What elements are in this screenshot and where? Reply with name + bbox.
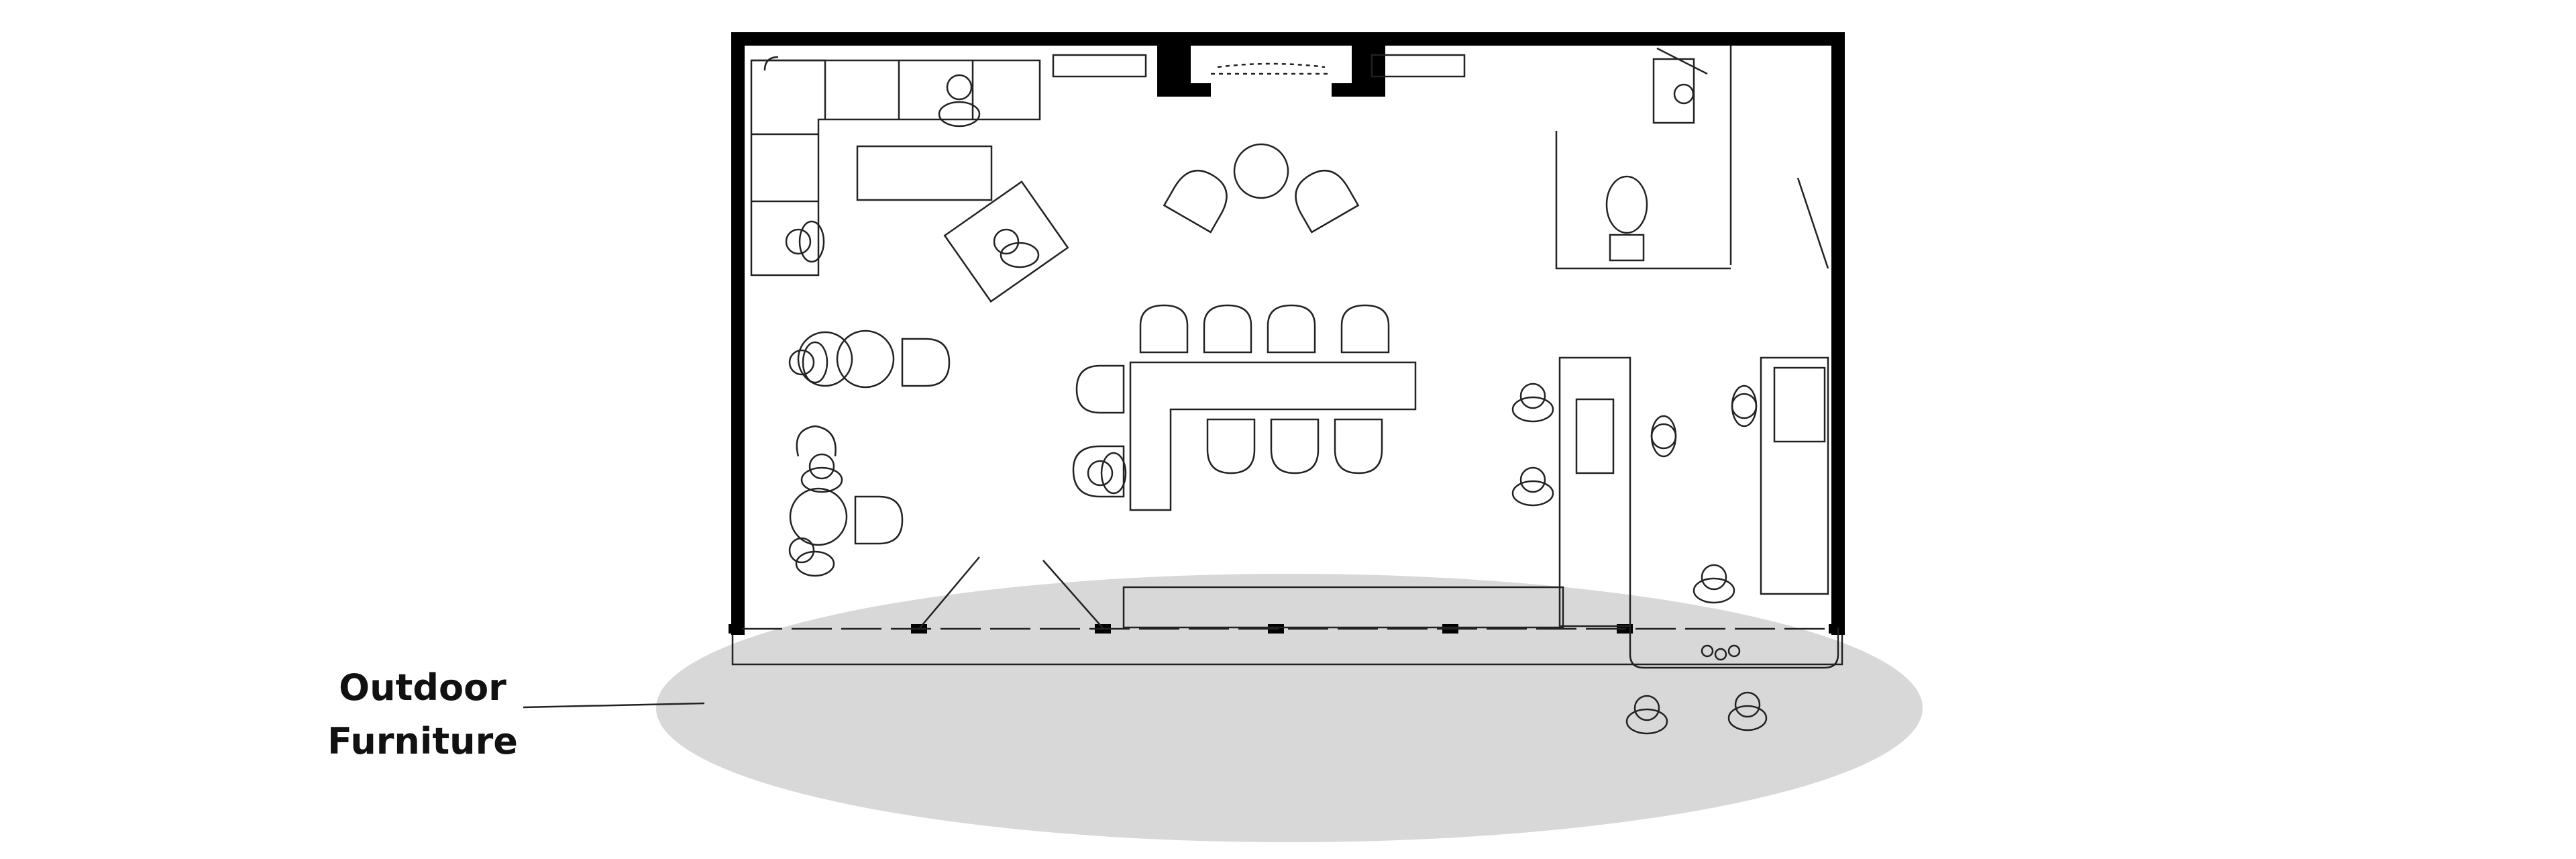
outdoor-bench: [1629, 627, 1839, 669]
people-figures: [785, 74, 1768, 735]
cafe-chair-1: [901, 338, 951, 387]
chair-fireplace-right: [1295, 170, 1360, 234]
outdoor-callout-leader: [523, 702, 705, 709]
entry-door-left: [918, 556, 980, 629]
outdoor-table-3: [1727, 644, 1741, 658]
coffee-table: [856, 145, 993, 201]
person: [1731, 385, 1758, 427]
back-counter: [1760, 356, 1829, 595]
outdoor-furniture-label-line-2: Furniture: [327, 720, 518, 762]
cafe-table-3: [789, 487, 848, 546]
person: [1650, 415, 1677, 458]
bar-counter: [1129, 361, 1417, 511]
person: [1693, 564, 1735, 604]
toilet: [1605, 175, 1648, 234]
cafe-chair-3: [854, 495, 904, 545]
person: [800, 453, 843, 493]
person: [938, 74, 981, 128]
service-counter: [1558, 356, 1631, 627]
sidewalk-edge: [731, 635, 1843, 666]
wall-shelf-left: [1052, 54, 1147, 78]
person: [1511, 383, 1554, 423]
restroom: [1555, 46, 1829, 270]
bar-stool-side: [1075, 364, 1125, 414]
fireplace: [1211, 62, 1332, 75]
person: [785, 220, 825, 263]
outdoor-furniture-label-line-1: Outdoor: [339, 666, 506, 709]
outdoor-table-2: [1714, 648, 1727, 661]
person: [993, 228, 1040, 268]
wall-shelf-right: [1371, 54, 1466, 78]
bar-stool-corner: [1072, 445, 1125, 498]
window-bench: [1122, 586, 1564, 629]
person: [788, 537, 835, 577]
entry-door-right: [1042, 560, 1104, 629]
chair-fireplace-left: [1163, 170, 1228, 234]
cafe-table-1: [836, 330, 895, 389]
bar-stools-top: [1139, 304, 1390, 354]
person: [1087, 452, 1127, 495]
outdoor-table-1: [1701, 644, 1714, 658]
sectional-sofa: [750, 56, 1041, 276]
outdoor-zone: [656, 574, 1923, 842]
lounge-chair: [943, 180, 1069, 303]
cafe-chair-2: [796, 425, 837, 457]
person: [788, 341, 828, 384]
outdoor-furniture-label: Outdoor Furniture: [288, 661, 557, 768]
round-table-top: [1233, 143, 1289, 199]
person: [1625, 695, 1668, 735]
person: [1511, 466, 1554, 507]
person: [1727, 691, 1768, 731]
cafe-table-2: [797, 331, 853, 387]
bar-stools-bottom: [1206, 418, 1383, 474]
